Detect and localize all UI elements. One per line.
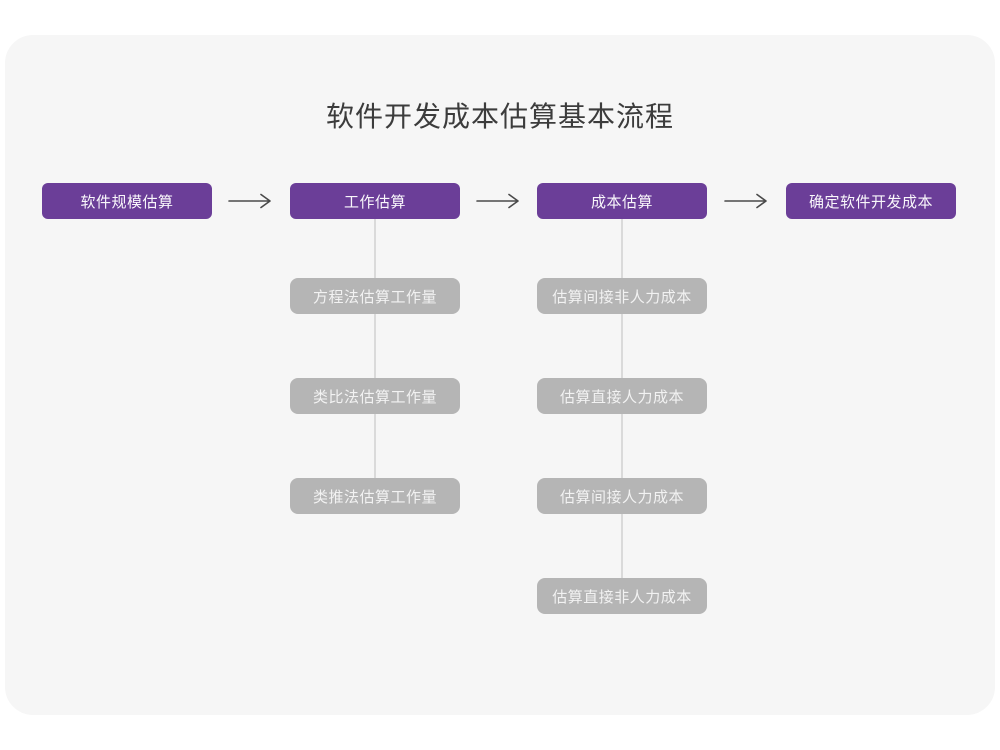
subnode-direct-labor-cost[interactable]: 估算直接人力成本 [537, 378, 707, 414]
subnode-direct-non-labor-cost[interactable]: 估算直接非人力成本 [537, 578, 707, 614]
subnode-analogy-method[interactable]: 类比法估算工作量 [290, 378, 460, 414]
subnode-equation-method[interactable]: 方程法估算工作量 [290, 278, 460, 314]
subnode-indirect-labor-cost[interactable]: 估算间接人力成本 [537, 478, 707, 514]
connector-line-work-estimation [374, 219, 376, 497]
flow-node-determine-dev-cost[interactable]: 确定软件开发成本 [786, 183, 956, 219]
flow-node-software-scale-estimation[interactable]: 软件规模估算 [42, 183, 212, 219]
flow-node-work-estimation[interactable]: 工作估算 [290, 183, 460, 219]
diagram-title: 软件开发成本估算基本流程 [325, 101, 674, 132]
diagram-card [5, 35, 995, 715]
right-arrow-icon [476, 192, 522, 210]
right-arrow-icon [724, 192, 770, 210]
right-arrow-icon [228, 192, 274, 210]
subnode-extrapolation-method[interactable]: 类推法估算工作量 [290, 478, 460, 514]
subnode-indirect-non-labor-cost[interactable]: 估算间接非人力成本 [537, 278, 707, 314]
flow-node-cost-estimation[interactable]: 成本估算 [537, 183, 707, 219]
